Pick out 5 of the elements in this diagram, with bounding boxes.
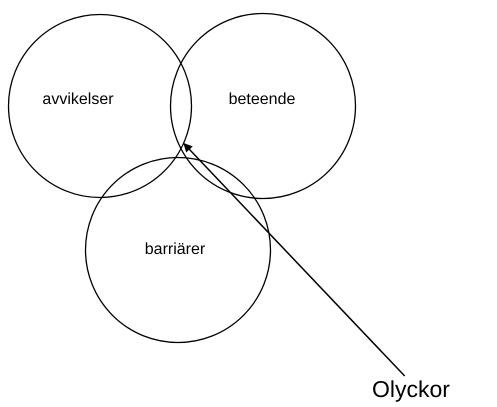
circle-label: avvikelser [42,91,114,109]
circle-label: barriärer [144,241,206,259]
circle-label: beteende [228,91,296,109]
text-label: Olyckor [372,376,450,403]
leader-arrow [183,142,406,377]
